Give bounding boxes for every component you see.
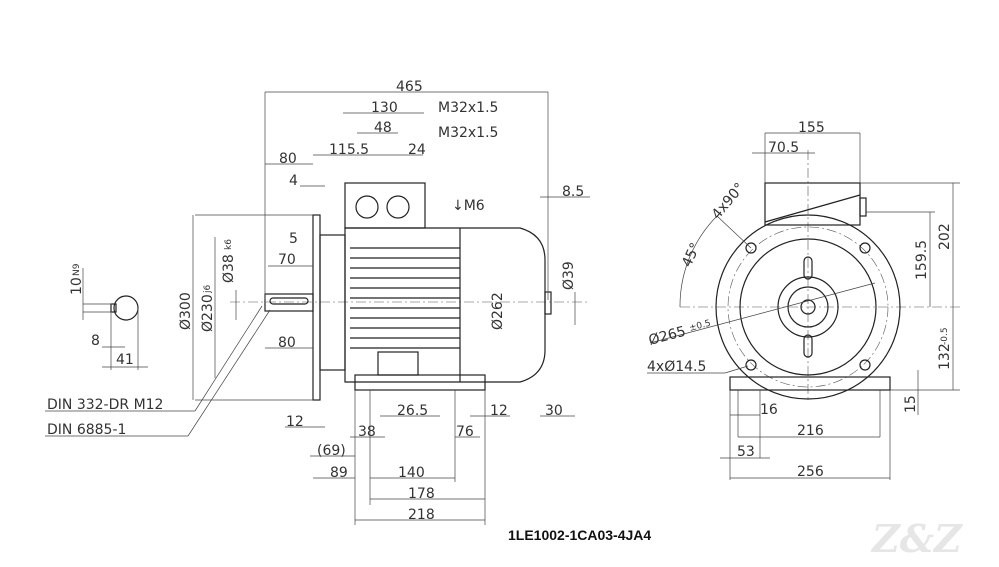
dim-256: 256	[797, 464, 824, 480]
dim-140: 140	[398, 465, 425, 481]
dim-key-height: 8	[91, 333, 100, 349]
dim-130: 130	[371, 100, 398, 116]
dim-48: 48	[374, 120, 392, 136]
dim-16: 16	[760, 402, 778, 418]
dim-218: 218	[408, 507, 435, 523]
dim-465: 465	[396, 79, 423, 95]
dim-89: 89	[330, 465, 348, 481]
dim-4: 4	[289, 173, 298, 189]
dim-80-top: 80	[279, 151, 297, 167]
dim-70-5: 70.5	[768, 140, 799, 156]
dim-38: 38	[358, 424, 376, 440]
dim-pcd: Ø265	[647, 324, 688, 349]
dim-216: 216	[797, 423, 824, 439]
dim-key-width: 10	[69, 277, 85, 295]
dim-24: 24	[408, 142, 426, 158]
shaft-key-section: 10 N9 8 41	[69, 263, 148, 370]
dim-132: 132	[937, 343, 953, 370]
dim-12-flange: 12	[286, 414, 304, 430]
dim-41: 41	[116, 352, 134, 368]
dim-30: 30	[545, 403, 563, 419]
cable-entry-2: M32x1.5	[438, 125, 498, 141]
holes-label: 4xØ14.5	[647, 359, 706, 375]
dim-70: 70	[278, 252, 296, 268]
dim-69: (69)	[317, 443, 346, 459]
dim-rear-diameter: Ø39	[561, 261, 577, 290]
center-hole-label: DIN 332-DR M12	[47, 397, 163, 413]
dim-76: 76	[456, 424, 474, 440]
dim-155: 155	[798, 120, 825, 136]
shaft-height-tolerance: -0.5	[940, 327, 950, 345]
dim-159-5: 159.5	[914, 240, 930, 280]
end-view: 155 70.5 4x90° 45° 159.5 202 Ø265 ±0.5 4…	[647, 120, 960, 480]
dim-8-5: 8.5	[562, 184, 584, 200]
watermark-logo: Z&Z	[870, 516, 963, 561]
dim-spigot-diameter: Ø230	[200, 294, 216, 332]
pcd-tolerance: ±0.5	[688, 319, 712, 334]
dim-202: 202	[937, 223, 953, 250]
dim-shaft-diameter: Ø38	[221, 254, 237, 283]
dim-15: 15	[903, 395, 919, 413]
dim-flange-diameter: Ø300	[178, 292, 194, 330]
model-number-title: 1LE1002-1CA03-4JA4	[508, 527, 651, 543]
dim-178: 178	[408, 486, 435, 502]
dim-26-5: 26.5	[397, 403, 428, 419]
dim-5: 5	[289, 231, 298, 247]
dim-53: 53	[737, 444, 755, 460]
dim-12-foot: 12	[490, 403, 508, 419]
angle-45: 45°	[679, 240, 704, 269]
earth-thread: ↓M6	[452, 198, 485, 214]
side-view-labels: 465 130 M32x1.5 48 M32x1.5 115.5 24 80 4…	[47, 79, 584, 523]
key-standard-label: DIN 6885-1	[47, 422, 126, 438]
shaft-tolerance: k6	[224, 239, 234, 250]
dim-115-5: 115.5	[329, 142, 369, 158]
dim-80-shaft: 80	[278, 335, 296, 351]
cable-entry-1: M32x1.5	[438, 100, 498, 116]
spigot-tolerance: j6	[203, 284, 213, 294]
dim-body-diameter: Ø262	[490, 292, 506, 330]
hole-pattern-label: 4x90°	[709, 180, 748, 222]
key-tolerance: N9	[72, 263, 82, 276]
side-view: 465 130 M32x1.5 48 M32x1.5 115.5 24 80 4…	[45, 79, 590, 525]
